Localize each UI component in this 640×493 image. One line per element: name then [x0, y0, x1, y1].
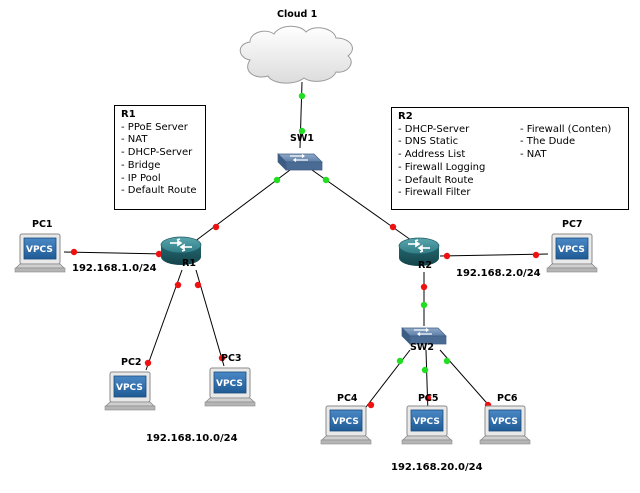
cloud-node[interactable]: Cloud 1 [239, 9, 353, 84]
link-sw1-r1 [189, 169, 291, 246]
r1-note-item: IP Pool [121, 173, 199, 186]
pc5-label: PC5 [418, 393, 439, 404]
r2-note-title: R2 [398, 111, 413, 122]
link-status-dots [70, 92, 540, 409]
pc-pc6[interactable]: VPCS [479, 405, 531, 445]
r2-note-item: Address List [398, 149, 520, 162]
vpcs-label: VPCS [216, 379, 243, 389]
sw2-label: SW2 [410, 342, 434, 353]
pc3-label: PC3 [221, 353, 242, 364]
vpcs-label: VPCS [332, 417, 359, 427]
pc-pc5[interactable]: VPCS [401, 405, 453, 445]
vpcs-label: VPCS [491, 417, 518, 427]
r1-label: R1 [182, 258, 196, 269]
r2-note-item: Firewall Logging [398, 162, 520, 175]
pc2-label: PC2 [121, 357, 142, 368]
r2-note-item: DHCP-Server [398, 124, 520, 137]
switch-sw1[interactable] [277, 153, 323, 171]
pc7-label: PC7 [562, 219, 583, 230]
pc-pc2[interactable]: VPCS [104, 371, 156, 411]
link-r1-pc1 [63, 251, 166, 255]
pc-pc3[interactable]: VPCS [204, 367, 256, 407]
r1-note-title: R1 [121, 109, 136, 120]
r2-note-item: Firewall (Conten) [520, 124, 612, 137]
r2-note-item: Default Route [398, 175, 520, 188]
cloud-label: Cloud 1 [277, 9, 317, 20]
r1-config-note: R1 PPoE Server NAT DHCP-Server Bridge IP… [114, 105, 206, 210]
network-label-r2-pc7: 192.168.2.0/24 [456, 268, 541, 279]
r2-note-list-left: DHCP-Server DNS Static Address List Fire… [398, 124, 520, 200]
network-label-r1-lan: 192.168.10.0/24 [146, 433, 238, 444]
sw1-label: SW1 [290, 133, 314, 144]
r1-note-item: Default Route [121, 185, 199, 198]
pc-pc7[interactable]: VPCS [546, 233, 598, 273]
r1-note-item: DHCP-Server [121, 147, 199, 160]
pc-pc4[interactable]: VPCS [320, 405, 372, 445]
network-label-r1-pc1: 192.168.1.0/24 [72, 263, 157, 274]
r2-label: R2 [418, 260, 432, 271]
link-sw2-pc5 [425, 349, 429, 415]
pc6-label: PC6 [497, 393, 518, 404]
switch-icon [277, 153, 323, 171]
pc-pc1[interactable]: VPCS [14, 233, 66, 273]
r1-note-list: PPoE Server NAT DHCP-Server Bridge IP Po… [121, 122, 199, 198]
r2-note-item: NAT [520, 149, 611, 162]
pc1-label: PC1 [32, 219, 53, 230]
r2-note-item: The Dude [520, 136, 611, 149]
cloud-icon [239, 25, 353, 84]
r2-note-list-right: Firewall (Conten) The Dude NAT [520, 124, 612, 200]
r2-note-item: DNS Static [398, 136, 520, 149]
vpcs-label: VPCS [116, 383, 143, 393]
pc4-label: PC4 [337, 393, 358, 404]
r2-config-note: R2 DHCP-Server DNS Static Address List F… [391, 107, 629, 210]
r1-note-item: NAT [121, 134, 199, 147]
r1-note-item: PPoE Server [121, 122, 199, 135]
vpcs-label: VPCS [413, 417, 440, 427]
vpcs-label: VPCS [558, 245, 585, 255]
r1-note-item: Bridge [121, 160, 199, 173]
r2-note-item: Firewall Filter [398, 187, 520, 200]
link-r2-pc7 [439, 253, 549, 257]
vpcs-label: VPCS [26, 245, 53, 255]
link-sw1-r2 [311, 169, 419, 246]
network-label-r2-lan: 192.168.20.0/24 [391, 462, 483, 473]
